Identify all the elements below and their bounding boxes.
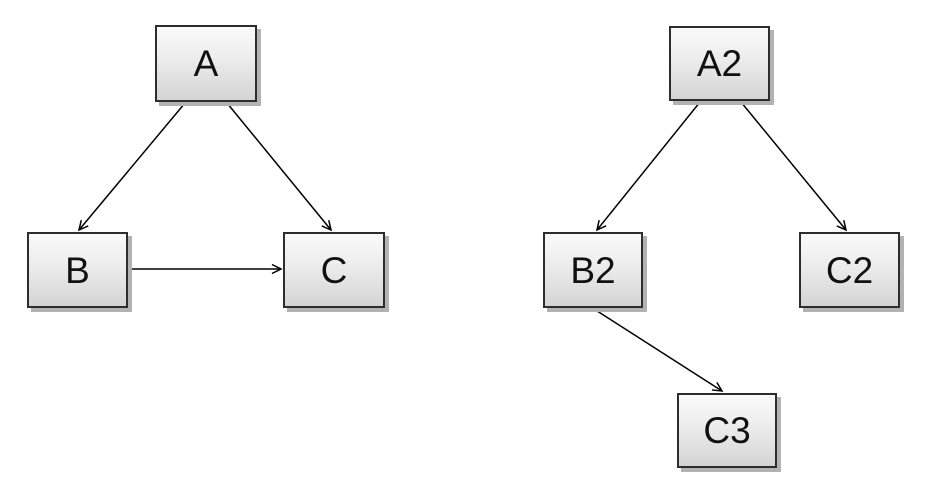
node-b: B <box>27 232 128 308</box>
node-c: C <box>283 232 385 308</box>
node-label-a: A <box>193 43 219 84</box>
node-label-b: B <box>65 249 90 291</box>
node-label-a2: A2 <box>696 43 743 84</box>
node-c3: C3 <box>677 393 777 468</box>
node-label-c3: C3 <box>703 410 751 451</box>
node-b2: B2 <box>543 232 643 308</box>
node-a2: A2 <box>669 26 770 101</box>
node-label-c: C <box>320 249 348 291</box>
node-label-b2: B2 <box>570 249 616 291</box>
node-c2: C2 <box>799 232 900 308</box>
node-a: A <box>155 25 257 102</box>
node-label-c2: C2 <box>825 249 874 291</box>
